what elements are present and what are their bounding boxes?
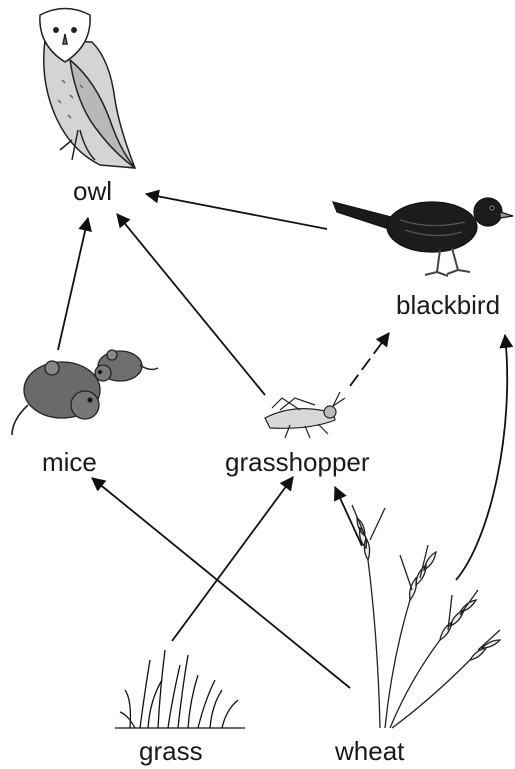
- mice-illustration: [12, 350, 158, 435]
- arrow-grasshopper-to-blackbird: [350, 333, 389, 386]
- arrow-blackbird-to-owl: [146, 194, 327, 229]
- wheat-illustration: [352, 505, 500, 728]
- mice-label: mice: [42, 447, 97, 478]
- wheat-label: wheat: [335, 736, 404, 767]
- blackbird-label: blackbird: [396, 290, 500, 321]
- arrow-wheat-to-mice: [92, 478, 350, 688]
- arrow-mice-to-owl: [58, 218, 88, 350]
- grasshopper-illustration: [265, 392, 345, 438]
- grass-illustration: [115, 650, 245, 728]
- blackbird-illustration: [333, 198, 513, 276]
- grasshopper-label: grasshopper: [225, 447, 370, 478]
- grass-label: grass: [139, 736, 203, 767]
- arrow-wheat-to-grasshopper: [335, 487, 362, 546]
- owl-label: owl: [73, 176, 112, 207]
- owl-illustration: [40, 9, 135, 169]
- arrow-wheat-to-blackbird: [456, 335, 507, 580]
